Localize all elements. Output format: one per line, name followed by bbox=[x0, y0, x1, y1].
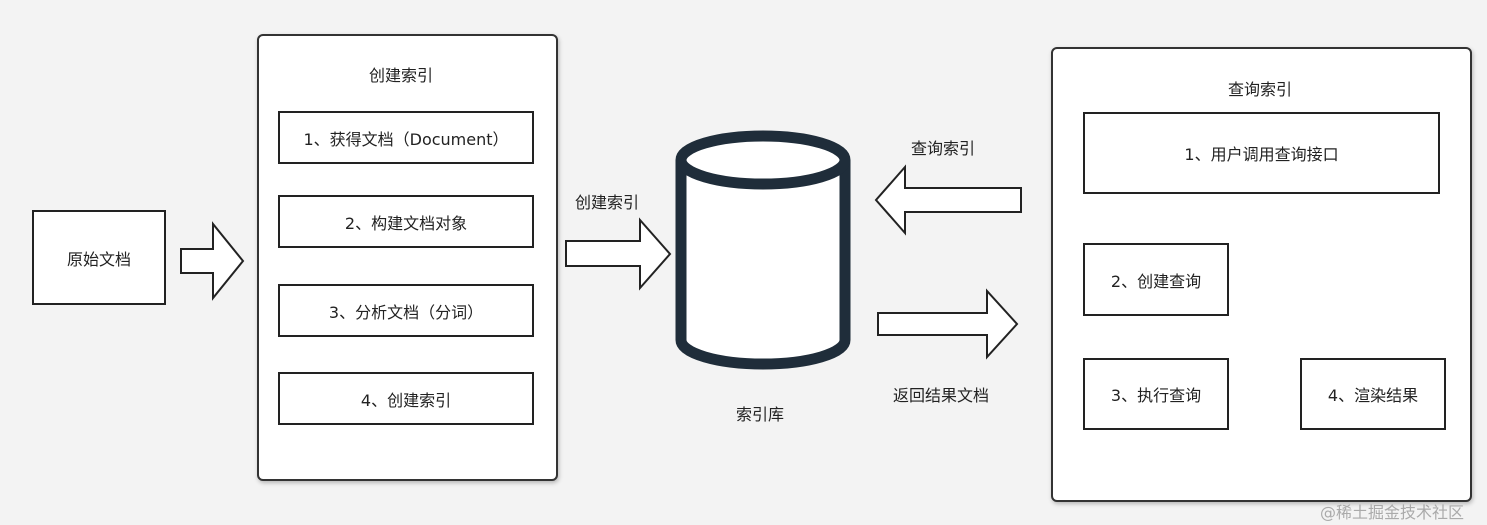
query-step-1-label: 1、用户调用查询接口 bbox=[1184, 145, 1339, 164]
query-step-3: 3、执行查询 bbox=[1083, 358, 1229, 430]
query-step-3-label: 3、执行查询 bbox=[1110, 386, 1202, 405]
query-step-4: 4、渲染结果 bbox=[1300, 358, 1446, 430]
create-step-3-label: 3、分析文档（分词） bbox=[328, 302, 484, 322]
hollow-arrow-return-docs bbox=[877, 288, 1019, 360]
create-step-1: 1、获得文档（Document） bbox=[278, 111, 534, 164]
create-step-3: 3、分析文档（分词） bbox=[278, 284, 534, 337]
create-index-panel-title: 创建索引 bbox=[369, 66, 434, 85]
create-step-2: 2、构建文档对象 bbox=[278, 195, 534, 248]
index-store-cylinder bbox=[675, 130, 851, 370]
create-step-4-label: 4、创建索引 bbox=[360, 390, 452, 410]
create-step-4: 4、创建索引 bbox=[278, 372, 534, 425]
index-store-label: 索引库 bbox=[736, 405, 785, 424]
return-docs-arrow-label: 返回结果文档 bbox=[893, 386, 990, 405]
source-document-box: 原始文档 bbox=[32, 210, 166, 305]
query-step-2-label: 2、创建查询 bbox=[1110, 271, 1202, 291]
source-document-label: 原始文档 bbox=[66, 249, 131, 269]
query-index-panel-title: 查询索引 bbox=[1228, 80, 1293, 99]
watermark-text: @稀土掘金技术社区 bbox=[1320, 503, 1465, 522]
create-step-1-label: 1、获得文档（Document） bbox=[303, 129, 509, 149]
create-index-arrow-label: 创建索引 bbox=[575, 193, 640, 212]
hollow-arrow-to-create-panel bbox=[180, 221, 245, 301]
query-index-arrow-label: 查询索引 bbox=[911, 139, 976, 158]
create-step-2-label: 2、构建文档对象 bbox=[344, 213, 468, 233]
hollow-arrow-query-index bbox=[874, 164, 1022, 236]
query-step-2: 2、创建查询 bbox=[1083, 243, 1229, 316]
query-step-1: 1、用户调用查询接口 bbox=[1083, 112, 1440, 194]
query-step-4-label: 4、渲染结果 bbox=[1327, 386, 1419, 405]
hollow-arrow-to-index-store bbox=[565, 217, 672, 291]
